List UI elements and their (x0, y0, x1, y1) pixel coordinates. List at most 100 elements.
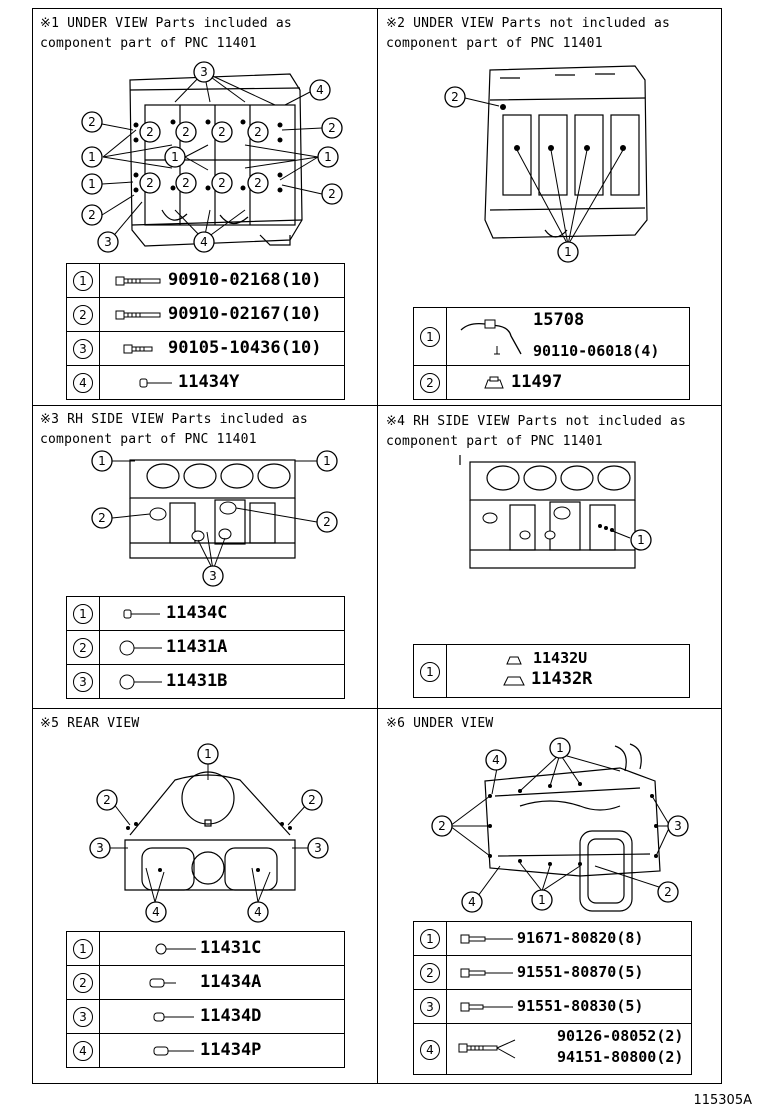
callout-number: 2 (73, 305, 93, 325)
column-divider (377, 8, 378, 1084)
bolt-long-icon (115, 276, 161, 286)
callout-label: 2 (254, 125, 262, 139)
callout-label: 4 (152, 905, 160, 919)
callout-number: 1 (420, 929, 440, 949)
part-number: 11431A (166, 637, 228, 657)
panel-5-parts-table: 1 11431C 2 11434A 3 11434D 4 11434P (66, 931, 345, 1068)
part-number: 11434C (166, 603, 228, 623)
pin-icon (149, 978, 176, 988)
oil-jet-icon (460, 319, 522, 355)
table-row: 1 90910-02168(10) (66, 263, 345, 298)
callout-number: 3 (73, 339, 93, 359)
callout-label: 2 (103, 793, 111, 807)
callout-label: 2 (218, 176, 226, 190)
callout-label: 3 (104, 235, 112, 249)
plug-icon (484, 376, 504, 389)
callout-label: 2 (88, 208, 96, 222)
plug-icon (119, 674, 162, 690)
pin-icon (123, 609, 160, 619)
table-row: 2 11434A (66, 965, 345, 1000)
panel-1-parts-table: 1 90910-02168(10) 2 90910-02167(10) 3 90… (66, 263, 345, 400)
callout-label: 1 (637, 533, 645, 547)
part-number: 94151-80800(2) (557, 1048, 684, 1066)
callout-label: 1 (324, 150, 332, 164)
panel-1-title: ※1 UNDER VIEW Parts included as componen… (40, 16, 292, 51)
part-number: 90126-08052(2) (557, 1027, 684, 1045)
callout-label: 2 (328, 187, 336, 201)
callout-number: 2 (420, 963, 440, 983)
callout-label: 2 (146, 125, 154, 139)
table-row: 3 91551-80830(5) (413, 989, 692, 1024)
plug-icon (155, 943, 196, 955)
callout-label: 2 (98, 511, 106, 525)
table-row: 4 11434P (66, 1033, 345, 1068)
figure-id: 115305A (693, 1093, 752, 1108)
callout-label: 1 (538, 893, 546, 907)
callout-number: 1 (420, 327, 440, 347)
plug-icon (506, 656, 522, 665)
part-number: 11432R (531, 669, 593, 689)
callout-number: 3 (73, 1007, 93, 1027)
callout-label: 1 (556, 741, 564, 755)
callout-label: 4 (492, 753, 500, 767)
callout-label: 2 (218, 125, 226, 139)
callout-label: 2 (438, 819, 446, 833)
panel-4-rh-side-view-drawing: 1 (459, 455, 652, 569)
table-row: 3 11434D (66, 999, 345, 1034)
table-row: 1 11431C (66, 931, 345, 966)
part-number: 11431C (200, 938, 262, 958)
callout-label: 3 (200, 65, 208, 79)
callout-number: 4 (420, 1039, 440, 1060)
callout-label: 2 (254, 176, 262, 190)
part-number: 11434A (200, 972, 262, 992)
part-number: 11434Y (178, 372, 240, 392)
panel-5-title: ※5 REAR VIEW (40, 716, 140, 731)
callout-number: 1 (420, 661, 440, 682)
row-divider-1 (32, 405, 722, 406)
callout-label: 2 (308, 793, 316, 807)
bolt-long-icon (115, 310, 161, 320)
callout-label: 1 (323, 454, 331, 468)
table-row: 2 91551-80870(5) (413, 955, 692, 990)
row-divider-2 (32, 708, 722, 709)
callout-label: 3 (674, 819, 682, 833)
callout-label: 2 (664, 885, 672, 899)
plug-icon (503, 676, 525, 686)
stud-icon (458, 1039, 516, 1059)
part-number: 91671-80820(8) (517, 929, 644, 947)
panel-4-title: ※4 RH SIDE VIEW Parts not included as co… (386, 414, 687, 449)
pin-icon (153, 1046, 194, 1056)
bolt-icon (460, 934, 513, 944)
table-row: 4 90126-08052(2) 94151-80800(2) (413, 1023, 692, 1075)
callout-number: 2 (420, 373, 440, 393)
table-row: 1 11434C (66, 596, 345, 631)
plug-icon (119, 640, 162, 656)
bolt-icon (460, 1002, 513, 1012)
callout-label: 3 (209, 569, 217, 583)
bolt-icon (460, 968, 513, 978)
callout-label: 2 (182, 176, 190, 190)
callout-label: 2 (182, 125, 190, 139)
callout-label: 3 (96, 841, 104, 855)
callout-label: 1 (88, 150, 96, 164)
callout-label: 1 (98, 454, 106, 468)
callout-label: 4 (316, 83, 324, 97)
part-number: 90105-10436(10) (168, 338, 322, 358)
part-number: 11497 (511, 372, 563, 392)
callout-label: 2 (451, 90, 459, 104)
part-number: 11434D (200, 1006, 262, 1026)
callout-number: 4 (73, 373, 93, 393)
callout-number: 4 (73, 1041, 93, 1061)
callout-label: 2 (328, 121, 336, 135)
part-number: 11434P (200, 1040, 262, 1060)
table-row: 1 91671-80820(8) (413, 921, 692, 956)
callout-label: 4 (254, 905, 262, 919)
callout-number: 3 (73, 672, 93, 692)
